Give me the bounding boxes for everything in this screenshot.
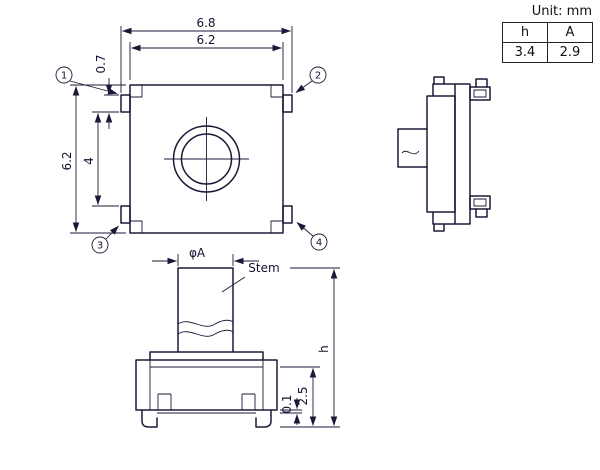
- terminal-3: [120, 205, 131, 224]
- dim-terminal-span: 4: [82, 157, 96, 165]
- front-stem-break-1: [177, 319, 234, 327]
- terminal-2: [282, 94, 293, 113]
- spec-header-a: A: [547, 22, 593, 43]
- dim-standoff: 0.1: [280, 394, 294, 413]
- callout-2: 2: [295, 66, 327, 93]
- spec-header-row: h A: [502, 22, 593, 43]
- corner-detail-tl: [130, 85, 143, 98]
- callout-4: 4: [296, 222, 328, 251]
- front-view: φA Stem h 2.5 0.1: [135, 246, 340, 428]
- side-bottom-tab: [433, 223, 445, 232]
- ext-lines-h: [280, 267, 340, 428]
- ext-lines-6-8: [120, 26, 293, 93]
- spec-value-row: 3.4 2.9: [502, 42, 593, 63]
- callout-3: 3: [91, 225, 119, 254]
- front-leg-left: [141, 409, 158, 428]
- callout-1: 1: [55, 66, 118, 95]
- ext-lines-0-1: [280, 409, 302, 414]
- spec-value-h: 3.4: [502, 42, 548, 63]
- corner-detail-tr: [270, 85, 283, 98]
- callout-4-circle: [310, 233, 328, 251]
- callout-3-leader: [105, 225, 119, 240]
- stem-label: Stem: [248, 261, 279, 275]
- front-stem-break-2: [177, 329, 234, 337]
- side-view: [397, 76, 491, 232]
- callout-4-leader: [296, 222, 314, 237]
- spec-table: h A 3.4 2.9: [502, 22, 593, 63]
- dim-terminal-width: 0.7: [94, 54, 108, 73]
- dim-height: h: [317, 345, 331, 353]
- side-top-clip: [469, 86, 491, 101]
- side-top-clip-slot: [473, 89, 487, 98]
- callout-1-circle: [55, 66, 73, 84]
- center-crosshair: [164, 117, 249, 201]
- top-view: 6.8 6.2 6.2 4 0.7 1: [55, 16, 328, 254]
- callout-3-circle: [91, 236, 109, 254]
- callout-1-number: 1: [61, 71, 67, 82]
- terminal-1: [120, 94, 131, 113]
- side-bottom-step: [432, 211, 456, 225]
- callout-2-circle: [309, 66, 327, 84]
- front-leg-right: [255, 409, 272, 428]
- ext-lines-0-7: [104, 94, 119, 113]
- dim-outer-width: 6.8: [196, 16, 215, 30]
- terminal-4: [282, 205, 293, 224]
- side-frame-plate: [454, 83, 471, 225]
- callout-2-leader: [295, 80, 313, 93]
- stem-label-leader: [221, 276, 246, 293]
- spec-value-a: 2.9: [547, 42, 593, 63]
- side-top-tab: [433, 76, 445, 85]
- ext-lines-4: [92, 111, 119, 207]
- dim-stem-dia: φA: [189, 246, 206, 260]
- side-stem-break-line: [401, 150, 420, 155]
- side-top-step: [432, 83, 456, 97]
- callout-2-number: 2: [315, 71, 321, 82]
- dim-body-height: 6.2: [60, 151, 74, 170]
- front-contact-post-right: [241, 393, 256, 410]
- callout-4-number: 4: [316, 238, 322, 249]
- side-top-clip-hook: [475, 78, 488, 88]
- side-stem: [397, 128, 428, 168]
- corner-detail-br: [270, 220, 283, 233]
- switch-body-outline: [129, 84, 284, 234]
- front-contact-post-left: [157, 393, 172, 410]
- side-bottom-clip: [469, 195, 491, 210]
- callout-1-leader: [69, 80, 118, 95]
- front-stem: [177, 267, 234, 353]
- side-bottom-clip-hook: [475, 208, 488, 218]
- dim-base-height: 2.5: [296, 386, 310, 405]
- front-base-inner-walls: [149, 360, 264, 410]
- dim-body-width: 6.2: [196, 33, 215, 47]
- ext-lines-stem-dia: [177, 254, 234, 266]
- ext-lines-6-2-top: [129, 42, 284, 80]
- callout-3-number: 3: [97, 241, 103, 252]
- unit-label: Unit: mm: [531, 4, 592, 19]
- corner-detail-bl: [130, 220, 143, 233]
- side-body: [426, 95, 456, 213]
- side-bottom-clip-slot: [473, 198, 487, 207]
- front-base: [135, 359, 278, 411]
- front-flange: [149, 351, 264, 361]
